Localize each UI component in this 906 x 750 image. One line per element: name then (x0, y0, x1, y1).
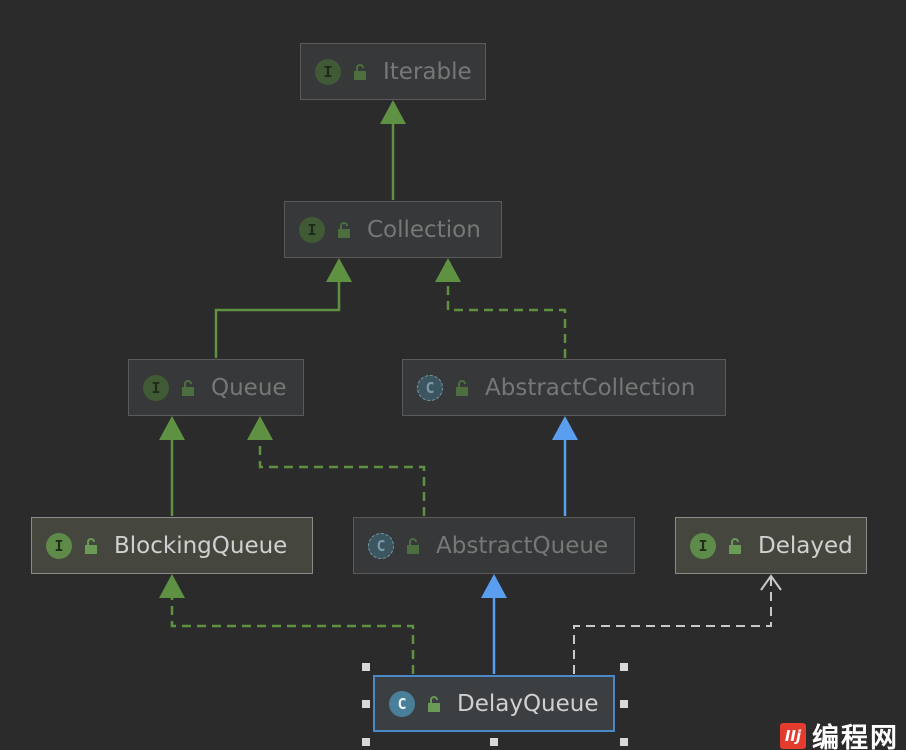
resize-handle-middle-right[interactable] (620, 700, 628, 708)
arrowhead-iterable (380, 100, 406, 124)
resize-handle-bottom-center[interactable] (490, 738, 498, 746)
arrowhead-collection-right (435, 258, 461, 282)
node-blocking-queue[interactable]: I BlockingQueue (31, 517, 313, 574)
node-label: Delayed (758, 532, 853, 559)
node-delay-queue[interactable]: C DelayQueue (373, 675, 615, 732)
node-label: DelayQueue (457, 690, 599, 717)
watermark: IIj 编程网 (780, 716, 899, 750)
public-lock-icon (407, 537, 419, 554)
node-abstract-queue[interactable]: C AbstractQueue (353, 517, 635, 574)
edge-abstractqueue-queue (258, 438, 426, 516)
edge-delayqueue-blockingqueue (170, 596, 415, 674)
public-lock-icon (456, 379, 468, 396)
watermark-text: 编程网 (812, 723, 899, 750)
arrowhead-blockingqueue (159, 574, 185, 598)
node-label: AbstractCollection (485, 374, 696, 401)
class-icon: C (389, 690, 415, 717)
interface-icon: I (299, 216, 325, 243)
watermark-logo: IIj (780, 722, 806, 749)
interface-icon: I (46, 532, 72, 559)
resize-handle-middle-left[interactable] (362, 700, 370, 708)
resize-handle-bottom-right[interactable] (620, 738, 628, 746)
interface-icon: I (690, 532, 716, 559)
edge-delayqueue-delayed (573, 576, 772, 674)
interface-icon: I (143, 374, 169, 401)
arrowhead-delayed (760, 574, 782, 591)
node-label: AbstractQueue (436, 532, 609, 559)
public-lock-icon (729, 537, 741, 554)
node-collection[interactable]: I Collection (284, 201, 502, 258)
public-lock-icon (182, 379, 194, 396)
interface-icon: I (315, 58, 341, 85)
node-label: BlockingQueue (114, 532, 288, 559)
resize-handle-top-right[interactable] (620, 663, 628, 671)
node-label: Queue (211, 374, 287, 401)
node-label: Collection (367, 216, 481, 243)
edge-queue-collection (214, 280, 341, 358)
arrowhead-abstractcollection (552, 416, 578, 440)
node-label: Iterable (383, 58, 472, 85)
public-lock-icon (354, 63, 366, 80)
node-iterable[interactable]: I Iterable (300, 43, 486, 100)
public-lock-icon (338, 221, 350, 238)
public-lock-icon (85, 537, 97, 554)
resize-handle-top-left[interactable] (362, 663, 370, 671)
arrowhead-abstractqueue (481, 574, 507, 598)
node-abstract-collection[interactable]: C AbstractCollection (402, 359, 726, 416)
arrowhead-queue-right (247, 416, 273, 440)
arrowhead-collection-left (326, 258, 352, 282)
abstract-class-icon: C (417, 374, 443, 401)
abstract-class-icon: C (368, 532, 394, 559)
edge-abstractcollection-collection (446, 280, 567, 358)
node-queue[interactable]: I Queue (128, 359, 304, 416)
resize-handle-bottom-left[interactable] (362, 738, 370, 746)
public-lock-icon (428, 695, 440, 712)
arrowhead-queue-left (159, 416, 185, 440)
node-delayed[interactable]: I Delayed (675, 517, 867, 574)
